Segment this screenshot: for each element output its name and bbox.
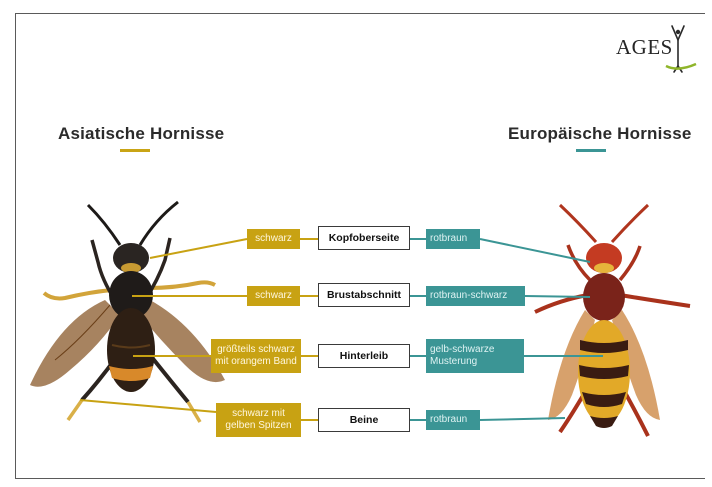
asian-head-label: schwarz bbox=[247, 229, 300, 249]
european-hornet-photo bbox=[535, 205, 690, 436]
european-abdomen-line-1: gelb-schwarze bbox=[430, 344, 494, 356]
feature-legs-label: Beine bbox=[318, 408, 410, 432]
feature-thorax-label: Brustabschnitt bbox=[318, 283, 410, 307]
european-abdomen-label: gelb-schwarze Musterung bbox=[426, 339, 524, 373]
european-thorax-label: rotbraun-schwarz bbox=[426, 286, 525, 306]
european-head-label: rotbraun bbox=[426, 229, 480, 249]
asian-abdomen-label: größteils schwarz mit orangem Band bbox=[211, 339, 301, 373]
asian-legs-line-1: schwarz mit bbox=[232, 408, 285, 420]
asian-legs-line-2: gelben Spitzen bbox=[225, 420, 291, 432]
feature-abdomen-label: Hinterleib bbox=[318, 344, 410, 368]
asian-legs-label: schwarz mit gelben Spitzen bbox=[216, 403, 301, 437]
european-legs-label: rotbraun bbox=[426, 410, 480, 430]
european-abdomen-line-2: Musterung bbox=[430, 356, 477, 368]
asian-hornet-photo bbox=[30, 202, 225, 422]
asian-abdomen-line-1: größteils schwarz bbox=[217, 344, 295, 356]
asian-abdomen-line-2: mit orangem Band bbox=[215, 356, 297, 368]
european-connector-lines bbox=[410, 239, 603, 420]
asian-thorax-label: schwarz bbox=[247, 286, 300, 306]
feature-head-label: Kopfoberseite bbox=[318, 226, 410, 250]
